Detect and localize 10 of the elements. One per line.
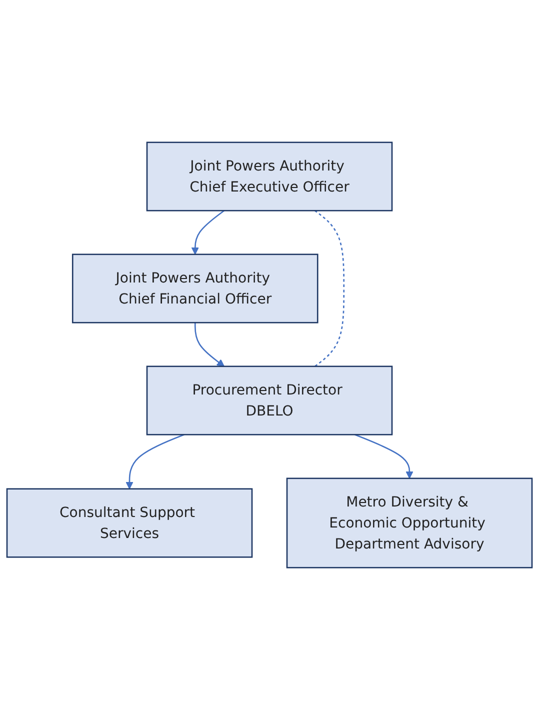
arrow <box>354 434 414 479</box>
node-box: Joint Powers Authority Chief Financial Officer <box>72 254 318 324</box>
arrow <box>194 322 225 367</box>
node-box: Procurement Director DBELO <box>146 366 393 436</box>
node-box: Metro Diversity & Economic Opportunity Department Advisory <box>286 478 533 568</box>
connector <box>314 210 345 367</box>
arrow <box>191 210 225 255</box>
arrow <box>126 434 184 490</box>
node-box: Consultant Support Services <box>6 488 253 558</box>
node-box: Joint Powers Authority Chief Executive Officer <box>146 142 393 212</box>
